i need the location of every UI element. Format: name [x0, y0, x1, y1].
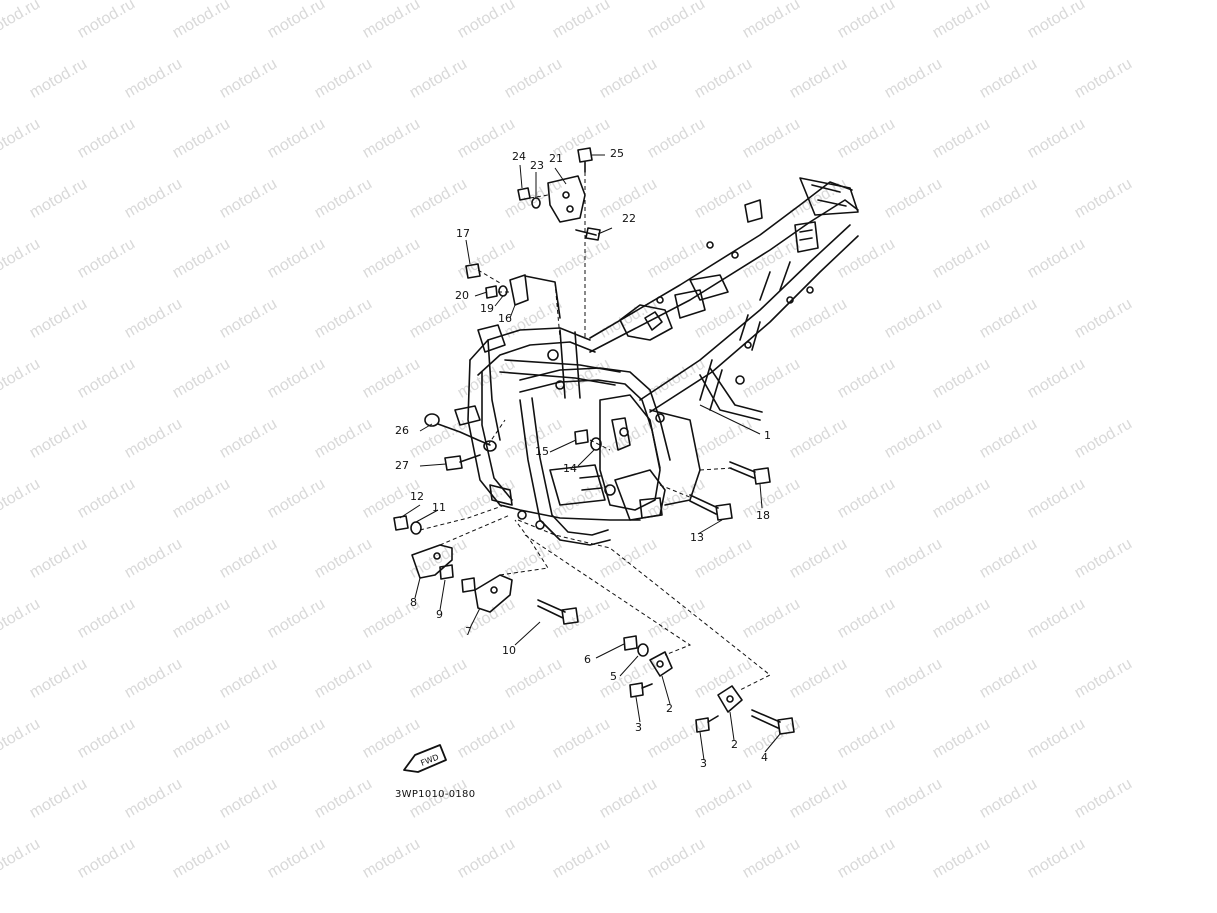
bracket-16 — [509, 274, 561, 319]
washer-11 — [410, 521, 422, 535]
callout-3b: 3 — [700, 757, 707, 770]
bolt-22 — [575, 227, 601, 241]
callout-2a: 2 — [666, 702, 673, 715]
callout-27: 27 — [395, 459, 409, 472]
callout-22: 22 — [622, 212, 636, 225]
callout-10: 10 — [502, 644, 516, 657]
bolt-13 — [689, 494, 733, 521]
callout-23: 23 — [530, 159, 544, 172]
collar-23 — [531, 197, 541, 209]
callout-13: 13 — [690, 531, 704, 544]
bolt-3a — [629, 682, 653, 698]
nut-9 — [439, 564, 476, 593]
callout-1: 1 — [764, 429, 771, 442]
bolt-10 — [537, 599, 579, 625]
nut-15 — [574, 429, 589, 445]
nut-24 — [517, 187, 531, 201]
bolt-4 — [751, 709, 795, 735]
bracket-8 — [411, 544, 453, 579]
callout-11: 11 — [432, 501, 446, 514]
callout-12: 12 — [410, 490, 424, 503]
nut-12 — [393, 515, 409, 531]
washer-5 — [637, 643, 649, 657]
callout-5: 5 — [610, 670, 617, 683]
callout-3a: 3 — [635, 721, 642, 734]
bolt-27 — [444, 454, 481, 471]
main-frame — [454, 177, 859, 546]
bracket-7 — [474, 574, 513, 613]
callout-25: 25 — [610, 147, 624, 160]
bolt-25 — [577, 147, 593, 173]
bolt-18 — [729, 461, 771, 485]
callout-4: 4 — [761, 751, 768, 764]
bolt-17 — [465, 263, 481, 279]
nut-6 — [623, 635, 638, 651]
washer-14 — [590, 437, 602, 451]
leader-lines — [399, 154, 781, 761]
nut-20 — [485, 285, 498, 299]
diagram-code: 3WP1010-0180 — [395, 789, 476, 800]
assembly-lines — [419, 172, 771, 691]
bracket-2b — [717, 685, 743, 713]
callout-8: 8 — [410, 596, 417, 609]
clamp-26 — [424, 413, 497, 452]
callout-9: 9 — [436, 608, 443, 621]
bracket-21 — [547, 175, 586, 223]
callout-6: 6 — [584, 653, 591, 666]
callout-20: 20 — [455, 289, 469, 302]
callout-2b: 2 — [731, 738, 738, 751]
callout-17: 17 — [456, 227, 470, 240]
callout-18: 18 — [756, 509, 770, 522]
callout-14: 14 — [563, 462, 577, 475]
callout-19: 19 — [480, 302, 494, 315]
fwd-label: FWD — [419, 753, 440, 768]
callout-16: 16 — [498, 312, 512, 325]
callout-7: 7 — [465, 625, 472, 638]
bolt-3b — [695, 715, 719, 733]
callout-26: 26 — [395, 424, 409, 437]
callout-24: 24 — [512, 150, 526, 163]
washer-19 — [498, 285, 508, 297]
fwd-arrow-icon — [403, 744, 447, 773]
callout-15: 15 — [535, 445, 549, 458]
callout-21: 21 — [549, 152, 563, 165]
bracket-2a — [649, 651, 673, 677]
